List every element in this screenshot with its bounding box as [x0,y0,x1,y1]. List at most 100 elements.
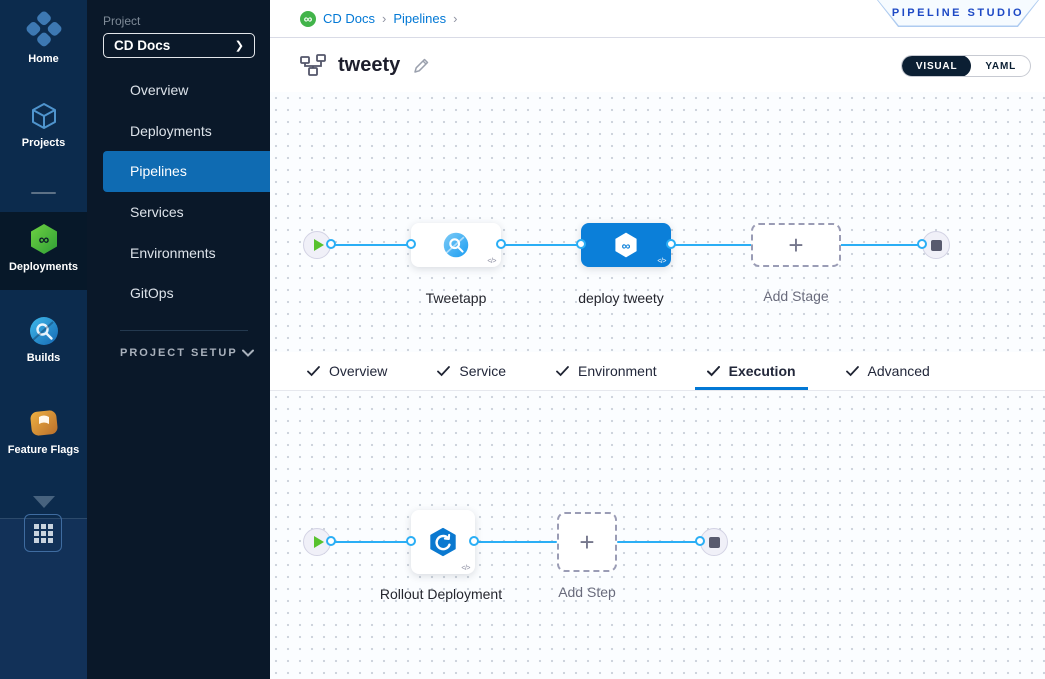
harness-logo-icon [24,9,63,48]
add-stage-button[interactable]: + [751,223,841,267]
execution-canvas: </> + Rollout Deployment Add Step [270,391,1045,679]
connector-dot [326,536,336,546]
main-content: ∞ CD Docs › Pipelines › PIPELINE STUDIO … [270,0,1045,679]
plus-icon: + [579,527,595,557]
rail-item-label: Builds [26,352,61,364]
project-selector[interactable]: CD Docs ❯ [103,33,255,58]
tab-execution[interactable]: Execution [694,352,808,390]
stage-node-tweetapp[interactable]: </> [411,223,501,267]
sidebar-item-services[interactable]: Services [130,204,184,221]
rail-item-projects[interactable]: Projects [0,100,87,149]
stage-label: deploy tweety [578,290,664,306]
check-icon [845,365,859,376]
stop-icon [708,536,720,548]
builds-search-icon [28,315,60,347]
stage-canvas: </> ∞ </> + Tweetapp deploy tweety [270,92,1045,352]
rail-item-label: Feature Flags [7,444,80,456]
sidebar-item-overview[interactable]: Overview [130,82,189,99]
breadcrumb-pipelines[interactable]: Pipelines [393,11,447,26]
add-stage-label: Add Stage [763,288,829,304]
tab-advanced[interactable]: Advanced [834,352,942,390]
code-toggle-icon[interactable]: </> [487,258,496,265]
connector-line [501,244,581,246]
connector-dot [469,536,479,546]
module-grid-button[interactable] [24,514,62,552]
pipeline-start-node [303,231,331,259]
code-toggle-icon[interactable]: </> [461,565,470,572]
rail-item-home[interactable]: Home [0,9,87,65]
toggle-visual[interactable]: VISUAL [901,56,972,76]
breadcrumb-separator: › [453,11,458,26]
grid-icon [33,523,53,543]
sidebar-item-environments[interactable]: Environments [130,244,216,261]
rail-item-builds[interactable]: Builds [0,315,87,364]
project-sidebar: Project CD Docs ❯ Overview Deployments P… [87,0,270,679]
project-label: Project [103,14,141,28]
rail-item-label: Projects [21,137,66,149]
tab-overview[interactable]: Overview [295,352,399,390]
stage-node-deploy-tweety[interactable]: ∞ </> [581,223,671,267]
add-step-label: Add Step [558,584,616,600]
pipeline-name: tweety [338,53,401,76]
connector-dot [406,536,416,546]
check-icon [556,365,569,376]
cd-project-icon: ∞ [300,10,316,27]
sidebar-separator [120,330,248,331]
rail-item-label: Home [28,53,59,65]
module-rail: Home Projects ∞ Deployments Builds [0,0,87,679]
sidebar-item-deployments[interactable]: Deployments [130,122,212,139]
rail-bottom-panel [0,518,87,679]
toggle-yaml[interactable]: YAML [985,60,1016,72]
play-icon [313,536,324,548]
sidebar-item-pipelines[interactable]: Pipelines [103,151,270,192]
svg-text:∞: ∞ [38,232,49,249]
breadcrumb-cd-docs[interactable]: CD Docs [323,11,376,26]
ci-stage-icon [442,231,470,259]
step-label: Rollout Deployment [379,586,503,602]
connector-line [331,541,411,543]
connector-dot [326,239,336,249]
connector-line [474,541,557,543]
sidebar-menu: Overview Deployments Pipelines Services … [87,70,270,314]
pipeline-end-node [922,231,950,259]
stage-config-tabs: Overview Service Environment Execution A… [270,352,1045,391]
projects-cube-icon [28,100,60,132]
step-node-rollout-deployment[interactable]: </> [411,510,475,574]
connector-dot [496,239,506,249]
add-step-button[interactable]: + [557,512,617,572]
breadcrumb-separator: › [382,11,387,26]
rollout-deployment-icon [427,526,459,558]
sidebar-item-gitops[interactable]: GitOps [130,285,174,302]
rail-item-deployments[interactable]: ∞ Deployments [0,222,87,273]
stage-label: Tweetapp [425,290,487,306]
rail-divider-dash [31,192,56,194]
project-setup-toggle[interactable]: PROJECT SETUP [120,347,254,359]
rail-item-label: Deployments [8,261,79,273]
rail-collapse-chevron-icon[interactable] [33,496,55,508]
edit-pencil-icon[interactable] [412,56,431,75]
code-toggle-icon[interactable]: </> [657,258,666,265]
chevron-down-icon [242,349,254,357]
stop-icon [930,239,942,251]
check-icon [307,365,320,376]
check-icon [706,365,720,376]
play-icon [313,239,324,251]
check-icon [437,365,451,376]
view-toggle: VISUAL YAML [900,55,1031,77]
svg-text:∞: ∞ [622,239,631,253]
tab-environment[interactable]: Environment [544,352,669,390]
pipeline-graph-icon [300,54,326,76]
project-name: CD Docs [114,38,171,53]
rail-bottom-divider [0,518,87,519]
connector-line [331,244,411,246]
connector-dot [666,239,676,249]
plus-icon: + [788,230,804,260]
deployments-hexagon-icon: ∞ [27,222,61,256]
rail-item-feature-flags[interactable]: Feature Flags [0,407,87,456]
feature-flags-icon [28,407,60,439]
connector-dot [917,239,927,249]
tab-service[interactable]: Service [425,352,518,390]
chevron-right-icon: ❯ [234,40,244,52]
pipeline-title-row: tweety [270,38,1045,92]
